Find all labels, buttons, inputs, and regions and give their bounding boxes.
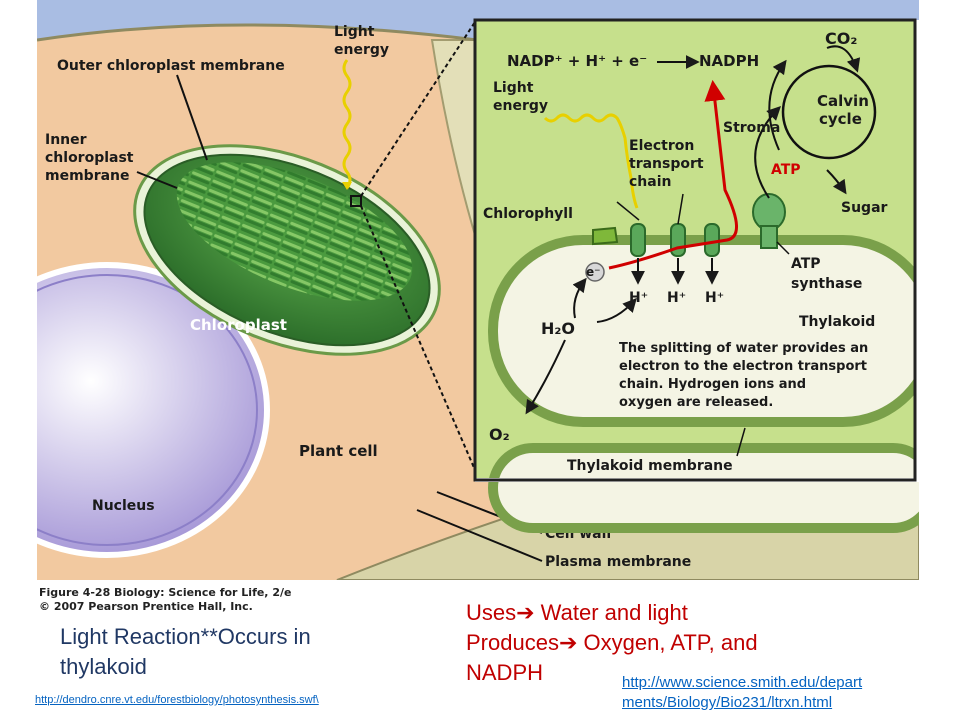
label-plant-cell: Plant cell <box>299 442 378 460</box>
label-inner-membrane-2: chloroplast <box>45 150 134 166</box>
etc-protein-2 <box>670 223 686 257</box>
inset-splitting-3: chain. Hydrogen ions and <box>619 377 806 392</box>
chloroplast-diagram: Outer chloroplast membrane Inner chlorop… <box>37 0 919 580</box>
chloroplast-shape <box>133 144 441 356</box>
uses-line: Uses➔ Water and light <box>466 599 688 627</box>
produces-text: Oxygen, ATP, and <box>577 630 758 655</box>
inset-thylakoid: Thylakoid <box>799 314 875 330</box>
inset-sugar: Sugar <box>841 200 888 216</box>
atp-synthase-stalk <box>760 225 778 249</box>
inset-light-1: Light <box>493 80 534 96</box>
dendro-link[interactable]: http://dendro.cnre.vt.edu/forestbiology/… <box>35 694 319 706</box>
inset-water: H₂O <box>541 319 575 338</box>
etc-protein-3 <box>704 223 720 257</box>
label-chloroplast: Chloroplast <box>190 316 287 334</box>
inset-panel: NADP⁺ + H⁺ + e⁻ NADPH CO₂ Light energy E… <box>473 18 919 533</box>
zoom-box <box>350 195 362 207</box>
produces-line-2: NADPH <box>466 660 544 685</box>
calvin-cycle-ring <box>781 64 877 160</box>
inset-co2: CO₂ <box>825 29 857 48</box>
inset-thylakoid-membrane: Thylakoid membrane <box>567 458 733 474</box>
inset-atp: ATP <box>771 162 801 178</box>
label-light-1: Light <box>334 24 375 40</box>
etc-protein-1 <box>630 223 646 257</box>
label-light-2: energy <box>334 42 389 58</box>
chlorophyll-shape <box>592 226 619 246</box>
inset-etc-2: transport <box>629 156 704 172</box>
inset-electron: e⁻ <box>586 265 600 279</box>
label-plasma-membrane: Plasma membrane <box>545 554 691 570</box>
arrow-glyph: ➔ <box>558 630 578 655</box>
uses-prefix: Uses <box>466 600 517 625</box>
inset-atp-synthase-2: synthase <box>791 276 862 292</box>
inset-splitting-2: electron to the electron transport <box>619 359 867 374</box>
inset-splitting-4: oxygen are released. <box>619 395 773 410</box>
inset-nadp-equation: NADP⁺ + H⁺ + e⁻ <box>507 52 647 70</box>
inset-h-plus-3: H⁺ <box>705 290 724 306</box>
inset-etc-1: Electron <box>629 138 694 154</box>
inset-o2: O₂ <box>489 425 510 444</box>
inset-calvin-2: cycle <box>819 110 862 128</box>
label-inner-membrane-1: Inner <box>45 132 87 148</box>
label-inner-membrane-3: membrane <box>45 168 130 184</box>
electron-ball <box>585 262 605 282</box>
produces-line: Produces➔ Oxygen, ATP, and <box>466 629 758 657</box>
atp-synthase-head <box>752 193 786 231</box>
light-wave-main <box>342 59 352 189</box>
uses-text: Water and light <box>534 600 688 625</box>
light-reaction-note: Light Reaction**Occurs in thylakoid <box>60 624 311 679</box>
inset-light-2: energy <box>493 98 548 114</box>
produces-prefix: Produces <box>466 630 559 655</box>
label-outer-membrane: Outer chloroplast membrane <box>57 58 285 74</box>
inset-nadph: NADPH <box>699 52 759 70</box>
smith-link-line2[interactable]: ments/Biology/Bio231/ltrxn.html <box>622 694 833 711</box>
light-wave-inset <box>543 113 639 209</box>
smith-link-line1[interactable]: http://www.science.smith.edu/depart <box>622 674 863 691</box>
nucleus-shape <box>37 262 270 558</box>
inset-stroma: Stroma <box>723 120 780 136</box>
inset-h-plus-2: H⁺ <box>667 290 686 306</box>
electron-path <box>608 79 738 270</box>
inset-h-plus-1: H⁺ <box>629 290 648 306</box>
plant-cell-boundary <box>37 23 478 42</box>
inset-splitting-1: The splitting of water provides an <box>619 341 868 356</box>
arrow-glyph: ➔ <box>516 600 535 625</box>
inset-calvin-1: Calvin <box>817 92 869 110</box>
figure-caption-line1: Figure 4-28 Biology: Science for Life, 2… <box>39 586 292 599</box>
inset-etc-3: chain <box>629 174 671 190</box>
figure-caption-line2: © 2007 Pearson Prentice Hall, Inc. <box>39 600 253 613</box>
inset-atp-synthase-1: ATP <box>791 256 821 272</box>
label-nucleus: Nucleus <box>92 498 155 514</box>
inset-chlorophyll: Chlorophyll <box>483 206 573 222</box>
